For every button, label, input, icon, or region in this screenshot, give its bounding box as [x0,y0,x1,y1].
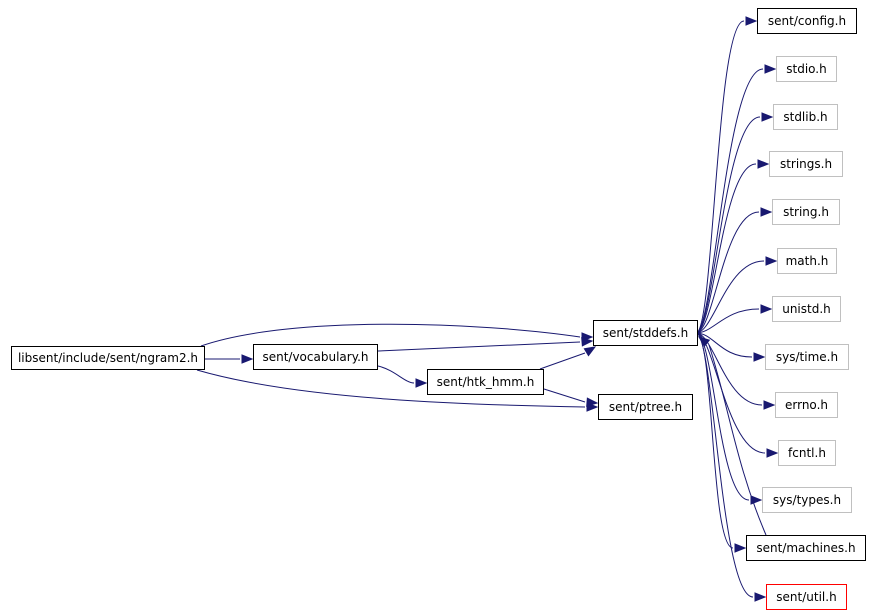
node-sys-types-h[interactable]: sys/types.h [762,487,852,513]
edge-stddefs-to-stdio [695,68,764,334]
edge-stddefs-to-string [695,211,760,334]
arrowhead-htk_hmm-to-stddefs [583,346,597,357]
node-sent-config-h[interactable]: sent/config.h [757,8,857,34]
node-sent-util-h[interactable]: sent/util.h [766,584,847,610]
node-unistd-h[interactable]: unistd.h [772,296,841,322]
node-string-h[interactable]: string.h [772,199,840,225]
node-sent-stddefs-h[interactable]: sent/stddefs.h [593,320,698,346]
edge-stddefs-to-config [695,20,745,334]
node-sent-htk-hmm-h[interactable]: sent/htk_hmm.h [427,369,544,395]
arrowhead-root-to-vocabulary [241,354,254,364]
arrowhead-stddefs-to-fcntl [766,448,779,458]
edge-stddefs-to-systime [695,332,753,358]
node-stdio-h[interactable]: stdio.h [776,56,837,82]
edge-stddefs-to-errno [695,332,763,406]
node-strings-h[interactable]: strings.h [769,151,843,177]
arrowhead-machines-to-stddefs [697,336,711,348]
edge-stddefs-to-unistd [695,308,760,334]
arrowhead-stddefs-to-stdlib [761,112,774,122]
node-math-h[interactable]: math.h [777,248,837,274]
arrowhead-stddefs-to-systime [753,352,766,362]
arrowhead-htk_hmm-to-ptree [586,397,599,407]
edge-stddefs-to-systypes [695,332,750,501]
edge-stddefs-to-util [695,332,754,598]
arrowhead-vocabulary-to-stddefs [581,337,594,347]
edge-stddefs-to-stdlib [695,116,761,334]
edge-root-to-stddefs [200,323,581,347]
arrowhead-stddefs-to-math [765,256,778,266]
edge-htk_hmm-to-ptree [543,388,586,403]
edge-vocabulary-to-stddefs [377,341,581,352]
node-ngram2-h: libsent/include/sent/ngram2.h [11,346,205,370]
node-fcntl-h[interactable]: fcntl.h [778,440,836,466]
edge-root-to-ptree [196,369,586,408]
arrowhead-stddefs-to-unistd [760,304,773,314]
node-sys-time-h[interactable]: sys/time.h [765,344,849,370]
edge-stddefs-to-fcntl [695,332,766,454]
arrowhead-stddefs-to-config [745,16,758,26]
edge-stddefs-to-math [695,260,765,334]
arrowhead-stddefs-to-util [754,592,767,602]
arrowhead-stddefs-to-string [760,207,773,217]
node-errno-h[interactable]: errno.h [775,392,838,418]
node-stdlib-h[interactable]: stdlib.h [773,104,838,130]
edge-machines-to-stddefs [708,344,767,536]
edge-htk_hmm-to-stddefs [539,352,586,370]
edge-stddefs-to-machines [695,332,734,549]
node-sent-ptree-h[interactable]: sent/ptree.h [598,394,693,420]
arrowhead-stddefs-to-stdio [764,64,777,74]
arrowhead-stddefs-to-errno [763,400,776,410]
node-sent-machines-h[interactable]: sent/machines.h [746,535,866,561]
edge-stddefs-to-strings [695,163,757,334]
arrowhead-vocabulary-to-htk_hmm [415,378,428,388]
arrowhead-stddefs-to-strings [757,159,770,169]
arrowhead-stddefs-to-machines [734,543,747,553]
edge-vocabulary-to-htk_hmm [377,365,415,384]
node-sent-vocabulary-h[interactable]: sent/vocabulary.h [253,344,378,370]
